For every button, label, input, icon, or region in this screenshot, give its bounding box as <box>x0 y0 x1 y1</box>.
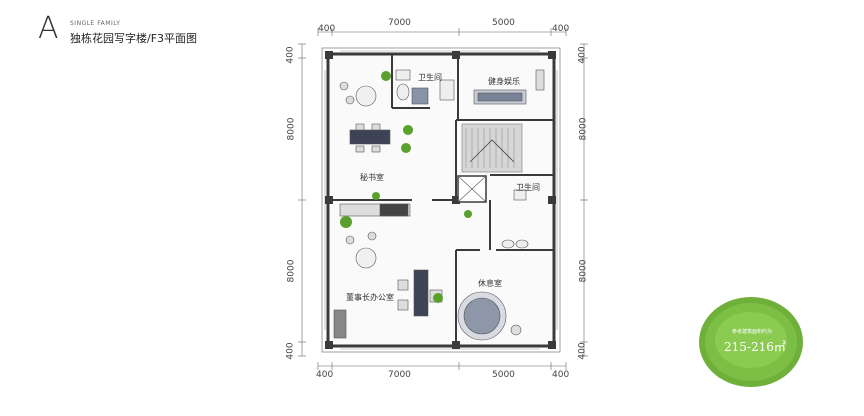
dim-left-bottom-margin: 400 <box>285 342 296 360</box>
dim-right-top-margin: 400 <box>577 46 588 64</box>
dim-right-upper-span: 8000 <box>578 117 589 141</box>
dim-left-upper-span: 8000 <box>286 117 297 141</box>
dimension-lines <box>298 28 588 370</box>
dim-left-lower-span: 8000 <box>286 259 297 283</box>
dim-top-left-span: 7000 <box>388 18 411 28</box>
dim-right-lower-span: 8000 <box>578 259 589 283</box>
dim-top-left-margin: 400 <box>318 24 336 34</box>
dim-top-right-span: 5000 <box>492 18 515 28</box>
room-label-chairman: 董事长办公室 <box>346 293 394 302</box>
plan-letter: A <box>38 11 59 46</box>
dim-bottom-left-margin: 400 <box>316 370 334 380</box>
plan-subtitle: SINGLE FAMILY <box>70 20 121 27</box>
dim-top-right-margin: 400 <box>552 24 570 34</box>
plants <box>340 71 472 303</box>
secretary-furniture <box>339 81 411 217</box>
lounge-bed <box>457 291 522 341</box>
dim-right-bottom-margin: 400 <box>577 342 588 360</box>
wc2-fixtures <box>501 189 529 249</box>
room-label-wc2: 卫生间 <box>516 183 540 192</box>
staircase <box>461 123 523 173</box>
balcony-outline <box>321 47 561 353</box>
grass-badge <box>699 297 803 387</box>
badge-area-value: 215-216㎡ <box>724 340 786 354</box>
interior-walls <box>328 54 554 346</box>
wc1-fixtures <box>395 69 455 105</box>
room-label-gym: 健身娱乐 <box>488 77 520 86</box>
dim-left-top-margin: 400 <box>285 46 296 64</box>
dim-bottom-right-span: 5000 <box>492 370 515 380</box>
room-label-secretary: 秘书室 <box>360 173 384 182</box>
chairman-furniture <box>333 231 443 339</box>
dim-bottom-left-span: 7000 <box>388 370 411 380</box>
room-label-lounge: 休息室 <box>478 279 502 288</box>
plan-title: 独栋花园写字楼/F3平面图 <box>70 32 198 45</box>
badge-area-caption: 参考建筑面积约为 <box>732 329 773 335</box>
gym-equipment <box>473 69 545 105</box>
dim-bottom-right-margin: 400 <box>552 370 570 380</box>
elevator <box>457 175 487 203</box>
room-label-wc1: 卫生间 <box>418 73 442 82</box>
